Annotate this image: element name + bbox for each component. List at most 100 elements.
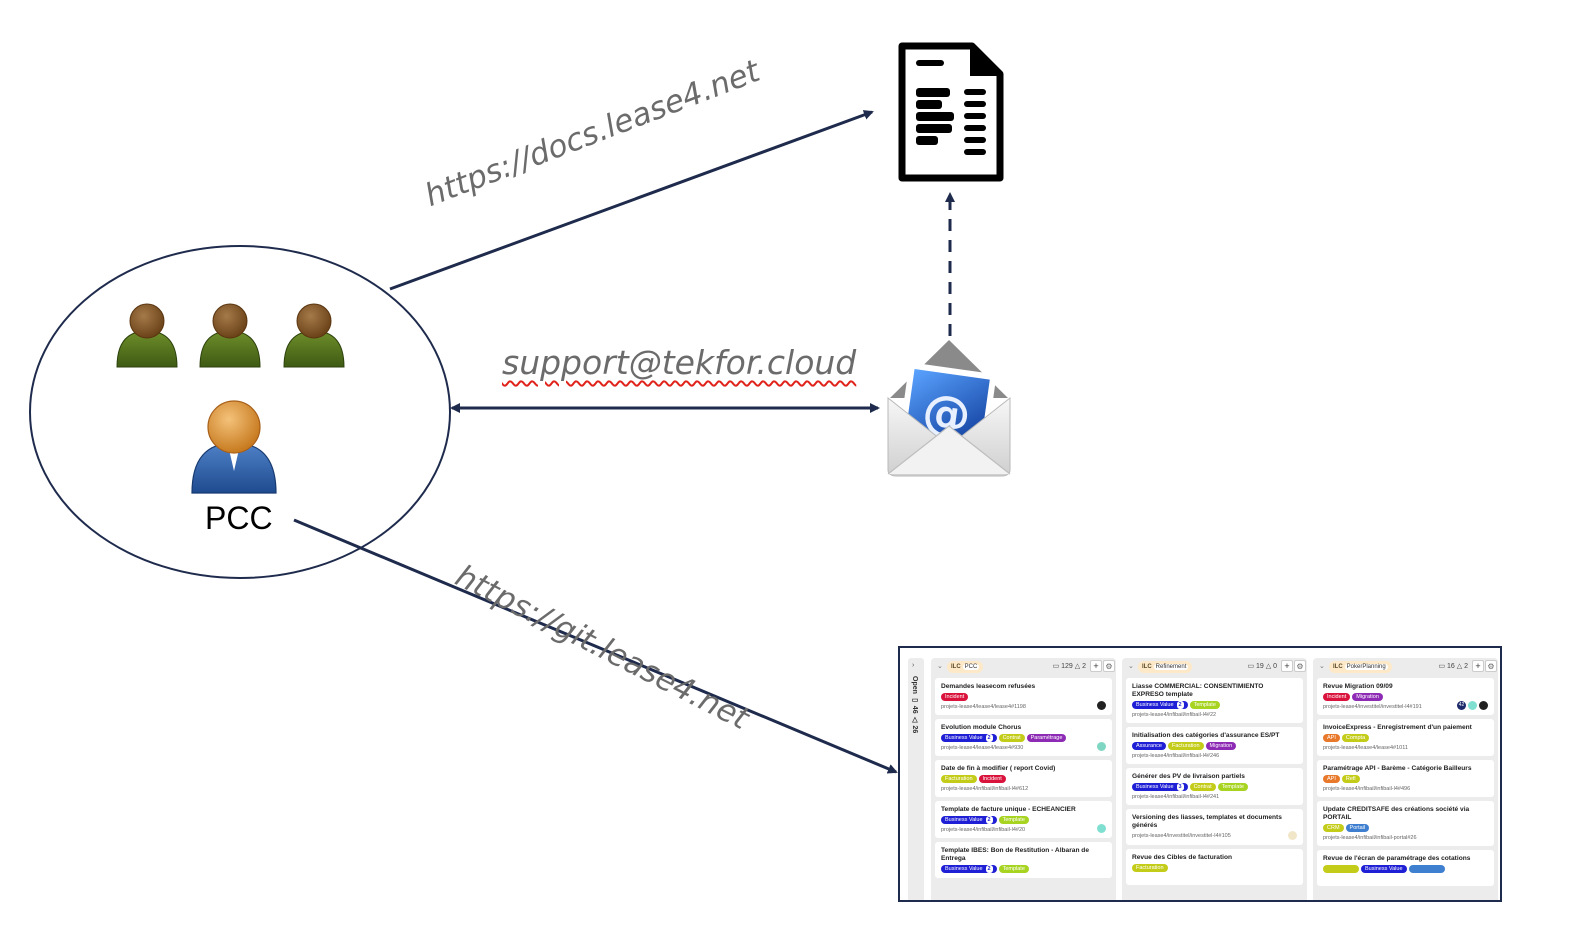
issue-title[interactable]: Revue des Cibles de facturation	[1132, 854, 1233, 861]
issue-label[interactable]: API	[1323, 775, 1340, 783]
issue-title[interactable]: Demandes leasecom refusées	[941, 683, 1036, 690]
issue-reference[interactable]: projets-lease4/infibail/infibail-l4#241	[1132, 794, 1220, 800]
issue-label[interactable]: CRM	[1323, 824, 1344, 832]
issue-label[interactable]: Facturation	[1168, 742, 1204, 750]
collapse-chevron-icon[interactable]: ⌄	[1319, 663, 1325, 670]
assignee-avatar[interactable]	[1468, 701, 1477, 710]
issue-reference[interactable]: projets-lease4/infibail/infibail-portal#…	[1323, 835, 1417, 841]
document-icon[interactable]	[898, 42, 1004, 182]
issue-title[interactable]: Initialisation des catégories d'assuranc…	[1132, 732, 1280, 739]
support-email-label[interactable]: support@tekfor.cloud	[502, 343, 857, 382]
new-issue-button[interactable]: +	[1090, 660, 1102, 672]
issue-label[interactable]: Facturation	[1132, 864, 1168, 872]
assignee-avatar[interactable]: 42	[1457, 701, 1466, 710]
label-scope: ILC	[1333, 664, 1343, 670]
issue-title[interactable]: InvoiceExpress - Enregistrement d'un pai…	[1323, 724, 1472, 731]
issue-label[interactable]: Template	[998, 865, 1029, 873]
issue-labels: Business Value	[1323, 865, 1488, 873]
list-settings-gear-icon[interactable]: ⚙	[1485, 660, 1497, 672]
issue-title[interactable]: Template de facture unique - ECHEANCIER	[941, 806, 1076, 813]
new-issue-button[interactable]: +	[1281, 660, 1293, 672]
issue-label[interactable]: Facturation	[941, 775, 977, 783]
issue-label[interactable]: Migration	[1352, 693, 1383, 701]
issue-label[interactable]: Refi	[1341, 775, 1360, 783]
issue-label[interactable]: Incident	[941, 693, 969, 701]
assignee-avatar[interactable]	[1097, 742, 1106, 751]
issue-label[interactable]: Migration	[1205, 742, 1237, 750]
envelope-at-icon[interactable]: @	[884, 334, 1014, 480]
issue-title[interactable]: Générer des PV de livraison partiels	[1132, 773, 1245, 780]
issue-card[interactable]: Versioning des liasses, templates et doc…	[1126, 809, 1303, 845]
issue-card[interactable]: InvoiceExpress - Enregistrement d'un pai…	[1317, 719, 1494, 756]
issue-reference[interactable]: projets-lease4/investitel/investitel-l4#…	[1132, 833, 1231, 839]
issue-title[interactable]: Liasse COMMERCIAL: CONSENTIMIENTO EXPRES…	[1132, 683, 1264, 698]
list-settings-gear-icon[interactable]: ⚙	[1103, 660, 1115, 672]
assignee-avatar[interactable]	[1288, 831, 1297, 840]
issue-label[interactable]: Incident	[978, 775, 1006, 783]
issue-label[interactable]	[1408, 865, 1445, 873]
issue-label[interactable]	[1323, 865, 1359, 873]
issue-label[interactable]: Contrat	[998, 734, 1025, 742]
issue-title[interactable]: Update CREDITSAFE des créations société …	[1323, 806, 1470, 821]
issue-reference[interactable]: projets-lease4/infibail/infibail-l4#22	[1132, 712, 1217, 718]
issue-title[interactable]: Date de fin à modifier ( report Covid)	[941, 765, 1056, 772]
issue-card[interactable]: Template de facture unique - ECHEANCIER B…	[935, 801, 1112, 838]
issue-reference[interactable]: projets-lease4/infibail/infibail-l4#20	[941, 827, 1026, 833]
issue-label-text: API	[1327, 776, 1336, 782]
issue-label[interactable]: Compta	[1341, 734, 1370, 742]
weight-count: 2	[1464, 663, 1468, 670]
issue-title[interactable]: Versioning des liasses, templates et doc…	[1132, 814, 1282, 829]
issue-card[interactable]: Liasse COMMERCIAL: CONSENTIMIENTO EXPRES…	[1126, 678, 1303, 723]
issue-card[interactable]: Template IBES: Bon de Restitution - Alba…	[935, 842, 1112, 878]
collapse-chevron-icon[interactable]: ⌄	[1128, 663, 1134, 670]
issue-label[interactable]: Template	[1217, 783, 1248, 791]
issue-card[interactable]: Date de fin à modifier ( report Covid) Fa…	[935, 760, 1112, 797]
issue-label[interactable]: Portail	[1345, 824, 1370, 832]
issue-title[interactable]: Revue Migration 09/09	[1323, 683, 1393, 690]
assignee-avatar[interactable]	[1479, 701, 1488, 710]
issue-title[interactable]: Template IBES: Bon de Restitution - Alba…	[941, 847, 1090, 862]
issue-label[interactable]: Contrat	[1189, 783, 1216, 791]
issue-reference[interactable]: projets-lease4/infibail/infibail-l4#246	[1132, 753, 1220, 759]
assignee-avatar[interactable]	[1097, 701, 1106, 710]
collapsed-column-open[interactable]: › Open ▭ 46 △ 26	[908, 658, 924, 900]
issue-label[interactable]: Assurance	[1132, 742, 1166, 750]
expand-chevron-icon[interactable]: ›	[912, 662, 915, 669]
issue-label[interactable]: API	[1323, 734, 1340, 742]
issue-card[interactable]: Update CREDITSAFE des créations société …	[1317, 801, 1494, 846]
issue-title[interactable]: Paramétrage API - Barème - Catégorie Bai…	[1323, 765, 1472, 772]
issue-card[interactable]: Initialisation des catégories d'assuranc…	[1126, 727, 1303, 764]
issue-label[interactable]: Template	[998, 816, 1029, 824]
issue-label[interactable]: Paramétrage	[1026, 734, 1067, 742]
issue-label[interactable]: Incident	[1323, 693, 1351, 701]
issue-title[interactable]: Revue de l'écran de paramétrage des cota…	[1323, 855, 1471, 862]
issue-title[interactable]: Evolution module Chorus	[941, 724, 1022, 731]
issue-reference[interactable]: projets-lease4/infibail/infibail-l4#612	[941, 786, 1029, 792]
issue-reference[interactable]: projets-lease4/infibail/infibail-l4#496	[1323, 786, 1411, 792]
issue-reference[interactable]: projets-lease4/lease4/lease4#930	[941, 745, 1024, 751]
issue-label[interactable]: Business Value	[1361, 865, 1407, 873]
issue-card[interactable]: Revue de l'écran de paramétrage des cota…	[1317, 850, 1494, 886]
issue-reference[interactable]: projets-lease4/investitel/investitel-l4#…	[1323, 704, 1422, 710]
issue-reference[interactable]: projets-lease4/lease4/lease4#1011	[1323, 745, 1408, 751]
issue-reference[interactable]: projets-lease4/lease4/lease4#1198	[941, 704, 1026, 710]
issue-label[interactable]: Template	[1189, 701, 1220, 709]
issue-card[interactable]: Paramétrage API - Barème - Catégorie Bai…	[1317, 760, 1494, 797]
new-issue-button[interactable]: +	[1472, 660, 1484, 672]
assignee-avatar[interactable]	[1097, 824, 1106, 833]
list-settings-gear-icon[interactable]: ⚙	[1294, 660, 1306, 672]
collapse-chevron-icon[interactable]: ⌄	[937, 663, 943, 670]
